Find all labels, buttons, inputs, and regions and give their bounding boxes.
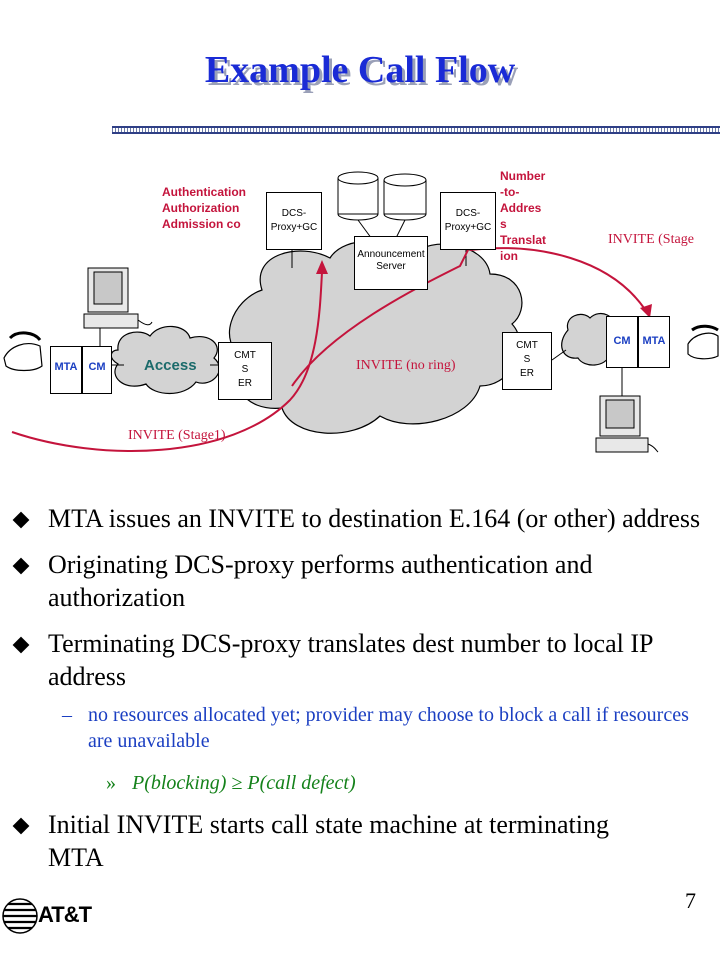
computer-icon xyxy=(595,395,659,453)
number-translation-label: Number -to- Addres s Translat ion xyxy=(500,169,547,263)
diamond-bullet-icon xyxy=(12,511,30,529)
globe-logo-icon xyxy=(2,898,38,934)
sub-sub-bullet: »P(blocking) ≥ P(call defect) xyxy=(106,772,356,794)
invite-no-ring-label: INVITE (no ring) xyxy=(356,358,456,373)
diamond-bullet-icon xyxy=(12,636,30,654)
page-number: 7 xyxy=(685,888,696,913)
access-cloud-icon xyxy=(110,325,220,394)
computer-icon xyxy=(83,267,153,329)
diamond-bullet-icon xyxy=(12,817,30,835)
diamond-bullet-icon xyxy=(12,557,30,575)
telephone-icon xyxy=(687,324,719,360)
cm-left: CM xyxy=(82,346,112,394)
bullet-item: MTA issues an INVITE to destination E.16… xyxy=(12,502,714,535)
slide-title: Example Call Flow xyxy=(204,49,516,91)
invite-stage1-arrow xyxy=(11,271,323,452)
bullet-item: Initial INVITE starts call state machine… xyxy=(12,808,648,874)
invite-stage-right-label: INVITE (Stage xyxy=(608,232,694,247)
mta-left: MTA xyxy=(50,346,82,394)
auth-label: Authentication Authorization Admission c… xyxy=(162,185,246,231)
bullet-item: Originating DCS-proxy performs authentic… xyxy=(12,548,714,614)
database-icon xyxy=(337,171,379,221)
bullet-list: MTA issues an INVITE to destination E.16… xyxy=(12,502,714,887)
sub-bullet: –no resources allocated yet; provider ma… xyxy=(62,704,689,752)
database-icon xyxy=(383,173,427,221)
att-logo: AT&T xyxy=(0,896,100,936)
cm-right: CM xyxy=(606,316,638,368)
title-divider xyxy=(112,126,720,134)
dcs-proxy-right: DCS-Proxy+GC xyxy=(440,192,496,250)
access-label: Access xyxy=(144,357,197,374)
telephone-icon xyxy=(3,331,43,372)
invite-stage1-label: INVITE (Stage1) xyxy=(128,428,226,443)
dcs-proxy-left: DCS-Proxy+GC xyxy=(266,192,322,250)
mta-right: MTA xyxy=(638,316,670,368)
bullet-item: Terminating DCS-proxy translates dest nu… xyxy=(12,627,714,693)
